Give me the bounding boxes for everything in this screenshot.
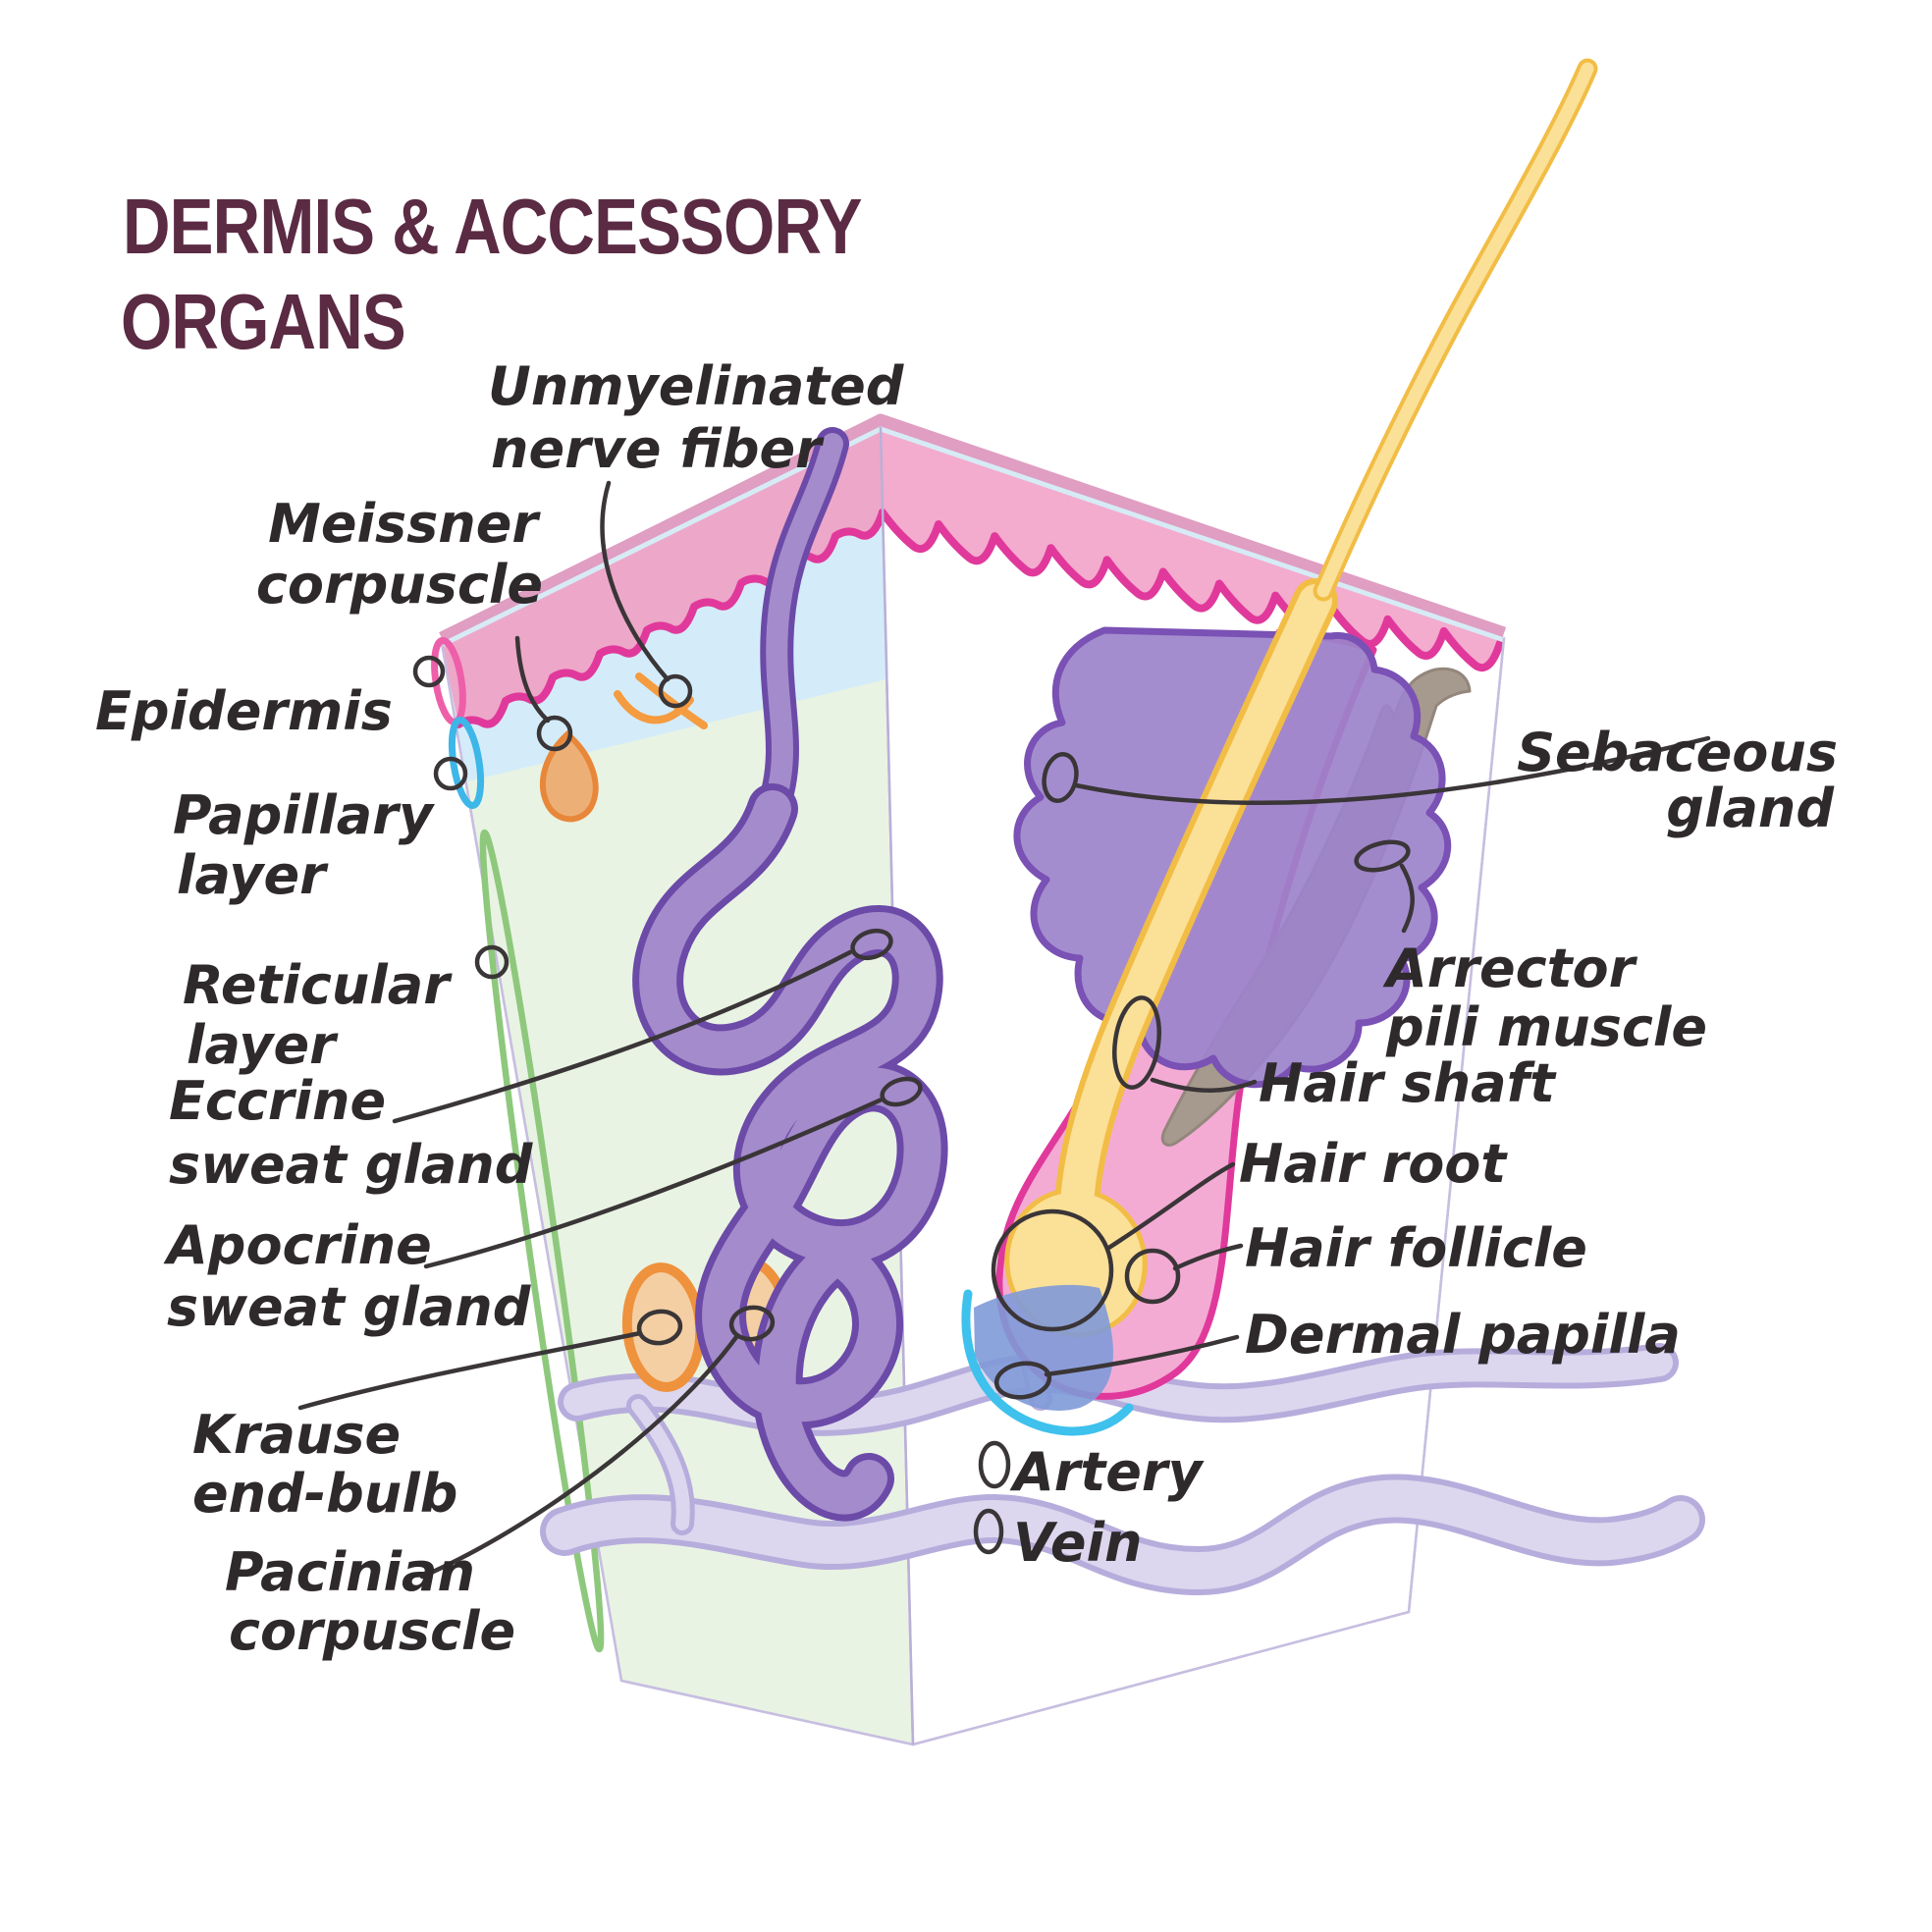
page-title: DERMIS & ACCESSORY ORGANS xyxy=(121,182,863,365)
leader-arrector xyxy=(1399,863,1415,934)
leader-hair-follicle xyxy=(1172,1243,1244,1271)
marker-arrector xyxy=(1354,839,1411,873)
label-unmyelinated-2: nerve fiber xyxy=(491,418,825,480)
marker-apocrine xyxy=(880,1076,923,1107)
epidermis-wavy-edge-left xyxy=(455,509,886,728)
krause-end-bulb-shape xyxy=(621,1262,706,1392)
leader-hair-shaft xyxy=(1150,1077,1258,1093)
marker-eccrine xyxy=(850,928,893,961)
dermal-papilla-shape xyxy=(974,1284,1113,1411)
labels: Unmyelinated nerve fiber Meissner corpus… xyxy=(95,355,1838,1662)
label-apocrine-2: sweat gland xyxy=(167,1276,532,1338)
marker-dermal-papilla xyxy=(993,1361,1052,1400)
label-pacinian-1: Pacinian xyxy=(225,1541,475,1603)
label-hair-root: Hair root xyxy=(1239,1133,1508,1195)
hair-shaft-fill xyxy=(1316,62,1594,598)
skin-top-surface xyxy=(439,413,1507,644)
unmyelinated-nerve-fiber-shape xyxy=(614,672,708,729)
title-line-2: ORGANS xyxy=(121,277,405,365)
label-meissner-1: Meissner xyxy=(268,493,541,555)
label-pacinian-2: corpuscle xyxy=(229,1600,515,1662)
leader-meissner xyxy=(514,635,551,724)
label-meissner-2: corpuscle xyxy=(256,554,543,616)
block-right-edge xyxy=(912,637,1506,1746)
leader-unmyelinated xyxy=(600,480,671,682)
dermal-papilla-arc xyxy=(961,1289,1134,1436)
leader-pacinian xyxy=(419,1334,739,1580)
markers xyxy=(412,655,1411,1555)
label-epidermis: Epidermis xyxy=(95,680,393,742)
vessel-connector-fill xyxy=(631,1399,690,1530)
label-apocrine-1: Apocrine xyxy=(163,1214,432,1276)
leader-krause xyxy=(297,1330,643,1411)
label-vein: Vein xyxy=(1013,1512,1142,1574)
hair-root-fill xyxy=(1059,584,1332,1246)
nerve-fiber-stroke-2 xyxy=(635,672,708,729)
marker-artery xyxy=(978,1440,1011,1489)
marker-hair-shaft xyxy=(1112,995,1161,1090)
marker-hair-follicle xyxy=(1124,1248,1181,1305)
reticular-layer-ring xyxy=(479,829,605,1653)
epidermis-wavy-edge-right xyxy=(878,508,1504,672)
title-line-1: DERMIS & ACCESSORY xyxy=(123,182,862,270)
meissner-corpuscle-shape xyxy=(539,730,599,823)
vein-vessel-fill xyxy=(546,1479,1699,1590)
label-sebaceous-1: Sebaceous xyxy=(1517,722,1838,783)
label-krause-1: Krause xyxy=(192,1404,401,1466)
label-hair-follicle: Hair follicle xyxy=(1245,1217,1587,1279)
marker-krause xyxy=(636,1309,683,1346)
leader-sebaceous xyxy=(1073,735,1711,806)
leader-hair-root xyxy=(1104,1161,1236,1252)
papillary-layer-ring xyxy=(448,716,485,810)
label-krause-2: end-bulb xyxy=(192,1463,457,1525)
marker-epidermis xyxy=(412,655,446,688)
leader-lines xyxy=(297,480,1711,1580)
label-arrector-2: pili muscle xyxy=(1385,996,1707,1058)
marker-reticular xyxy=(474,944,510,980)
leader-apocrine xyxy=(423,1097,885,1269)
label-eccrine-2: sweat gland xyxy=(169,1134,534,1196)
label-dermal-papilla: Dermal papilla xyxy=(1245,1304,1681,1366)
label-arrector-1: Arrector xyxy=(1382,938,1638,999)
label-eccrine-1: Eccrine xyxy=(169,1070,386,1132)
label-artery: Artery xyxy=(1009,1441,1205,1503)
epidermis-band-left xyxy=(442,427,883,724)
epidermis-band-right xyxy=(881,427,1504,669)
marker-papillary xyxy=(433,756,468,791)
leader-dermal-papilla xyxy=(1044,1334,1240,1377)
sweat-duct xyxy=(762,433,843,820)
block-left-edge xyxy=(440,642,914,1746)
label-papillary-2: layer xyxy=(177,844,329,906)
leader-eccrine xyxy=(392,949,853,1124)
marker-sebaceous xyxy=(1042,752,1079,803)
label-hair-shaft: Hair shaft xyxy=(1259,1052,1557,1114)
marker-pacinian xyxy=(728,1305,776,1342)
label-sebaceous-2: gland xyxy=(1666,778,1835,839)
label-unmyelinated-1: Unmyelinated xyxy=(488,355,905,417)
marker-hair-root xyxy=(991,1208,1114,1332)
label-reticular-2: layer xyxy=(187,1014,339,1076)
marker-unmyelinated xyxy=(658,673,693,709)
label-papillary-1: Papillary xyxy=(173,784,436,846)
marker-meissner xyxy=(536,715,573,752)
sweat-gland-coil xyxy=(639,790,941,1515)
hair-shaft-group xyxy=(1313,58,1598,602)
marker-vein xyxy=(973,1508,1004,1555)
sweat-gland xyxy=(632,427,948,1522)
label-reticular-1: Reticular xyxy=(183,954,453,1016)
